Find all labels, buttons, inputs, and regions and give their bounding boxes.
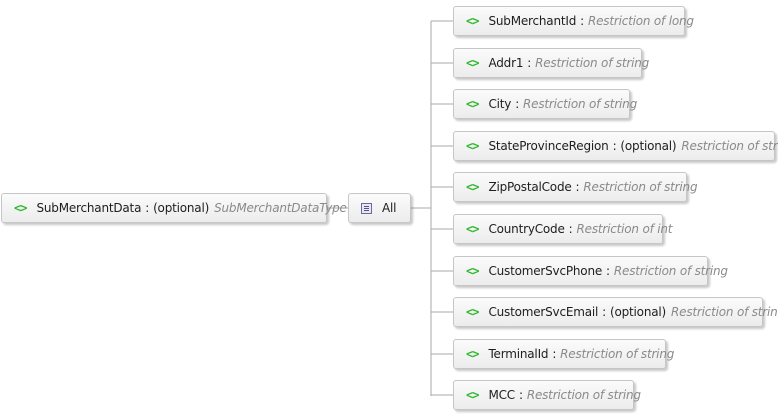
- element-icon: <>: [466, 264, 479, 278]
- child-element-modifier: (optional): [610, 305, 666, 319]
- child-element-node[interactable]: <> CustomerSvcEmail: (optional) Restriction…: [453, 297, 778, 327]
- child-element-type: Restriction of string: [526, 388, 641, 402]
- child-element-type: Restriction of int: [576, 222, 673, 236]
- all-compositor-node[interactable]: All: [348, 193, 411, 223]
- child-element-node[interactable]: <> City:Restriction of string: [453, 89, 637, 119]
- child-element-node[interactable]: <> SubMerchantId:Restriction of long: [453, 6, 694, 36]
- child-element-node[interactable]: <> CustomerSvcPhone:Restriction of string: [453, 256, 728, 286]
- child-element-name: StateProvinceRegion: [488, 139, 609, 153]
- child-element-name: CustomerSvcPhone: [488, 264, 603, 278]
- child-element-name: Addr1: [488, 56, 524, 70]
- child-element-node[interactable]: <> CountryCode:Restriction of int: [453, 214, 672, 244]
- child-element-node[interactable]: <> Addr1:Restriction of string: [453, 48, 649, 78]
- child-element-type: Restriction of string: [671, 305, 778, 319]
- all-compositor-label: All: [382, 201, 397, 215]
- child-separator: :: [527, 56, 532, 70]
- child-element-node[interactable]: <> ZipPostalCode:Restriction of string: [453, 172, 698, 202]
- element-icon: <>: [466, 97, 479, 111]
- child-element-name: ZipPostalCode: [488, 180, 572, 194]
- element-icon: <>: [466, 305, 479, 319]
- child-element-name: MCC: [488, 388, 515, 402]
- element-icon: <>: [466, 180, 479, 194]
- child-separator: :: [518, 388, 523, 402]
- child-element-type: Restriction of string: [560, 347, 675, 361]
- element-icon: <>: [466, 14, 479, 28]
- child-element-modifier: (optional): [620, 139, 677, 153]
- root-element-name: SubMerchantData: [36, 201, 142, 215]
- element-icon: <>: [466, 222, 479, 236]
- element-icon: <>: [466, 56, 479, 70]
- child-element-node[interactable]: <> MCC:Restriction of string: [453, 380, 641, 410]
- child-separator: :: [606, 264, 610, 278]
- child-element-name: SubMerchantId: [488, 14, 577, 28]
- element-icon: <>: [466, 347, 479, 361]
- child-separator: :: [575, 180, 580, 194]
- child-element-type: Restriction of string: [681, 139, 778, 153]
- child-element-name: TerminalId: [488, 347, 549, 361]
- element-icon: <>: [466, 388, 479, 402]
- child-separator: :: [602, 305, 606, 319]
- root-separator: :: [145, 201, 150, 215]
- child-element-name: CountryCode: [488, 222, 565, 236]
- element-icon: <>: [466, 139, 479, 153]
- all-compositor-icon: [361, 202, 372, 214]
- child-element-type: Restriction of string: [583, 180, 698, 194]
- child-element-name: City: [488, 97, 512, 111]
- child-separator: :: [568, 222, 573, 236]
- child-element-node[interactable]: <> StateProvinceRegion:(optional) Restrict…: [453, 131, 778, 161]
- child-element-type: Restriction of long: [587, 14, 694, 28]
- child-element-type: Restriction of string: [535, 56, 650, 70]
- root-modifier: (optional): [153, 201, 210, 215]
- root-element-node[interactable]: <> SubMerchantData : (optional) SubMerch…: [1, 193, 347, 223]
- child-element-type: Restriction of string: [613, 264, 728, 278]
- child-element-node[interactable]: <> TerminalId:Restriction of string: [453, 339, 674, 369]
- child-element-name: CustomerSvcEmail: [488, 305, 599, 319]
- child-separator: :: [612, 139, 617, 153]
- element-icon: <>: [14, 201, 27, 215]
- child-separator: :: [515, 97, 520, 111]
- child-separator: :: [580, 14, 584, 28]
- root-element-type: SubMerchantDataType: [214, 201, 347, 215]
- child-element-type: Restriction of string: [523, 97, 638, 111]
- child-separator: :: [552, 347, 557, 361]
